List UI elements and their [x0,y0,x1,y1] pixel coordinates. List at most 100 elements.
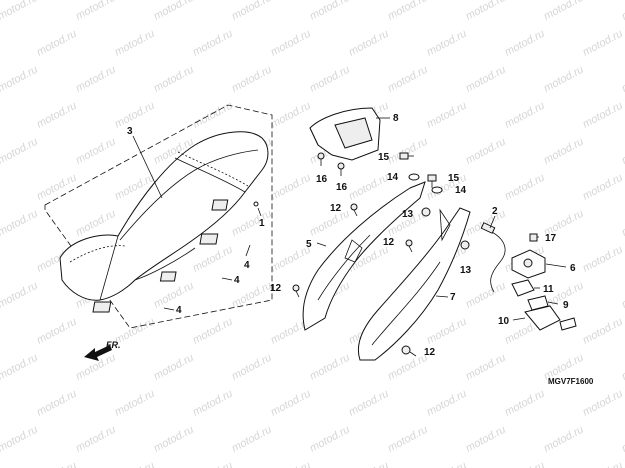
bolt-15b [427,174,437,188]
callout-15a: 15 [378,152,390,163]
watermark-text: motod.ru [191,244,235,275]
callout-13a: 13 [402,209,414,220]
watermark-text: motod.ru [464,0,508,23]
watermark-text: motod.ru [542,136,586,167]
watermark-text: motod.ru [74,0,118,23]
callout-15b: 15 [448,173,460,184]
watermark-text: motod.ru [152,280,196,311]
seat-bracket-1 [211,199,259,211]
watermark-text: motod.ru [308,0,352,23]
watermark-text: motod.ru [464,352,508,383]
watermark-text: motod.ru [620,208,625,239]
watermark-text: motod.ru [308,64,352,95]
rear-seat-cowl [309,107,381,161]
watermark-text: motod.ru [35,460,79,468]
watermark-text: motod.ru [581,388,625,419]
watermark-text: motod.ru [425,460,469,468]
watermark-text: motod.ru [542,424,586,455]
watermark-text: motod.ru [308,424,352,455]
watermark-text: motod.ru [152,352,196,383]
washer-14b [431,186,443,194]
callout-11: 11 [543,284,554,295]
watermark-text: motod.ru [191,388,235,419]
watermark-text: motod.ru [581,172,625,203]
callout-14b: 14 [455,185,467,196]
callout-12c: 12 [270,283,282,294]
watermark-text: motod.ru [113,28,157,59]
seat-cushion-4b [159,271,177,282]
bolt-17 [529,233,538,242]
watermark-text: motod.ru [503,100,547,131]
watermark-text: motod.ru [113,100,157,131]
callout-12d: 12 [424,347,436,358]
watermark-text: motod.ru [74,136,118,167]
watermark-text: motod.ru [35,388,79,419]
watermark-text: motod.ru [425,28,469,59]
watermark-text: motod.ru [386,0,430,23]
screw-12b [405,239,413,253]
watermark-text: motod.ru [0,208,40,239]
watermark-text: motod.ru [191,100,235,131]
watermark-text: motod.ru [620,0,625,23]
watermark-text: motod.ru [542,0,586,23]
watermark-text: motod.ru [230,64,274,95]
front-direction-arrow: FR. [84,340,121,361]
watermark-text: motod.ru [581,28,625,59]
watermark-text: motod.ru [74,64,118,95]
seat-cushion-4a [199,233,219,245]
watermark-text: motod.ru [113,460,157,468]
watermark-text: motod.ru [386,64,430,95]
watermark-text: motod.ru [230,424,274,455]
watermark-text: motod.ru [425,316,469,347]
lock-part-11 [511,279,535,297]
seat [59,131,269,301]
watermark-text: motod.ru [503,460,547,468]
watermark-text: motod.ru [230,0,274,23]
watermark-text: motod.ru [386,424,430,455]
watermark-text: motod.ru [0,424,40,455]
callout-13b: 13 [460,265,472,276]
watermark-text: motod.ru [464,280,508,311]
watermark-text: motod.ru [152,424,196,455]
callout-14a: 14 [387,172,399,183]
watermark-text: motod.ru [0,388,1,419]
callout-4b: 4 [234,275,240,286]
watermark-text: motod.ru [0,100,1,131]
watermark-text: motod.ru [191,460,235,468]
watermark-text: motod.ru [152,64,196,95]
watermark-text: motod.ru [581,460,625,468]
watermark-text: motod.ru [620,280,625,311]
callout-2: 2 [492,206,498,217]
screw-12c [292,284,300,298]
watermark-text: motod.ru [347,28,391,59]
nut-13a [421,207,431,217]
watermark-text: motod.ru [230,208,274,239]
callout-5: 5 [306,239,312,250]
watermark-text: motod.ru [503,28,547,59]
watermark-text: motod.ru [620,136,625,167]
callout-4c: 4 [176,305,182,316]
callout-16a: 16 [316,174,328,185]
watermark-text: motod.ru [0,316,1,347]
key-cylinder-10 [524,305,577,331]
callout-7: 7 [450,292,456,303]
callout-6: 6 [570,263,576,274]
watermark-text: motod.ru [464,424,508,455]
screw-12a [350,203,358,217]
callouts: 3 1 4 4 4 8 16 16 15 15 14 14 13 13 12 1… [127,113,576,358]
watermark-text: motod.ru [425,388,469,419]
watermark-text: motod.ru [0,64,40,95]
watermark-text: motod.ru [347,172,391,203]
watermark-text: motod.ru [0,280,40,311]
watermark-text: motod.ru [347,388,391,419]
watermark-text: motod.ru [35,28,79,59]
watermark-text: motod.ru [620,64,625,95]
screw-16a [317,152,325,166]
bolt-15a [399,152,414,160]
watermark-text: motod.ru [74,208,118,239]
nut-13b [460,240,470,250]
callout-10: 10 [498,316,510,327]
watermark-text: motod.ru [425,100,469,131]
watermark-text: motod.ru [269,460,313,468]
